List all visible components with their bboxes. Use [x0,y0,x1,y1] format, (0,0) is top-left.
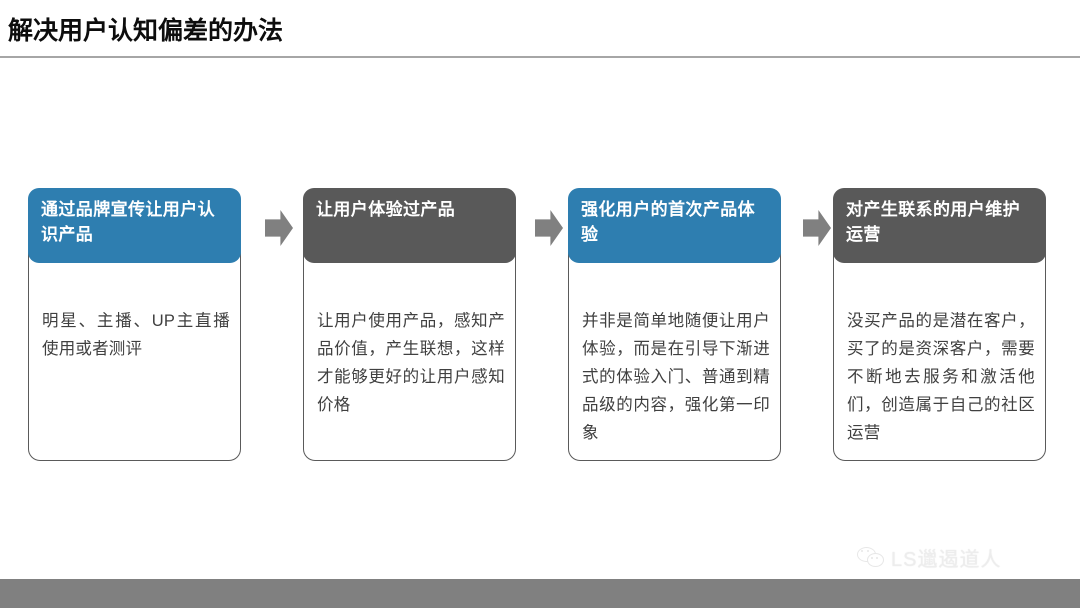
flow-card-3-body-text: 并非是简单地随便让用户体验，而是在引导下渐进式的体验入门、普通到精品级的内容，强… [582,312,770,442]
wechat-eye-3 [871,556,873,559]
flow-card-1-header: 通过品牌宣传让用户认识产品 [28,188,241,263]
bottom-bar [0,579,1080,608]
wechat-bubble-small [867,552,884,567]
flow-card-4-body-text: 没买产品的是潜在客户，买了的是资深客户，需要不断地去服务和激活他们，创造属于自己… [847,312,1035,442]
wechat-icon [857,546,885,570]
flow-card-1[interactable]: 明星、主播、UP主直播使用或者测评 通过品牌宣传让用户认识产品 [28,188,243,463]
wechat-eye-4 [876,556,878,559]
flow-card-2-header: 让用户体验过产品 [303,188,516,263]
wechat-eye-1 [861,549,863,552]
flow-card-2[interactable]: 让用户使用产品，感知产品价值，产生联想，这样才能够更好的让用户感知价格 让用户体… [303,188,518,463]
flow-card-4[interactable]: 没买产品的是潜在客户，买了的是资深客户，需要不断地去服务和激活他们，创造属于自己… [833,188,1048,463]
arrow-right-icon [803,210,831,246]
flow-card-3-header: 强化用户的首次产品体验 [568,188,781,263]
arrow-right-icon [265,210,293,246]
process-flow: 明星、主播、UP主直播使用或者测评 通过品牌宣传让用户认识产品 让用户使用产品，… [0,188,1080,468]
title-divider [0,56,1080,58]
page-title: 解决用户认知偏差的办法 [8,17,284,45]
flow-card-1-body-text: 明星、主播、UP主直播使用或者测评 [42,312,230,358]
arrow-right-icon [535,210,563,246]
flow-card-3[interactable]: 并非是简单地随便让用户体验，而是在引导下渐进式的体验入门、普通到精品级的内容，强… [568,188,783,463]
watermark: LS邋遏道人 [857,543,1001,572]
watermark-text: LS邋遏道人 [891,549,1002,571]
flow-card-4-header: 对产生联系的用户维护运营 [833,188,1046,263]
flow-card-2-body-text: 让用户使用产品，感知产品价值，产生联想，这样才能够更好的让用户感知价格 [317,312,505,414]
wechat-eye-2 [867,549,869,552]
